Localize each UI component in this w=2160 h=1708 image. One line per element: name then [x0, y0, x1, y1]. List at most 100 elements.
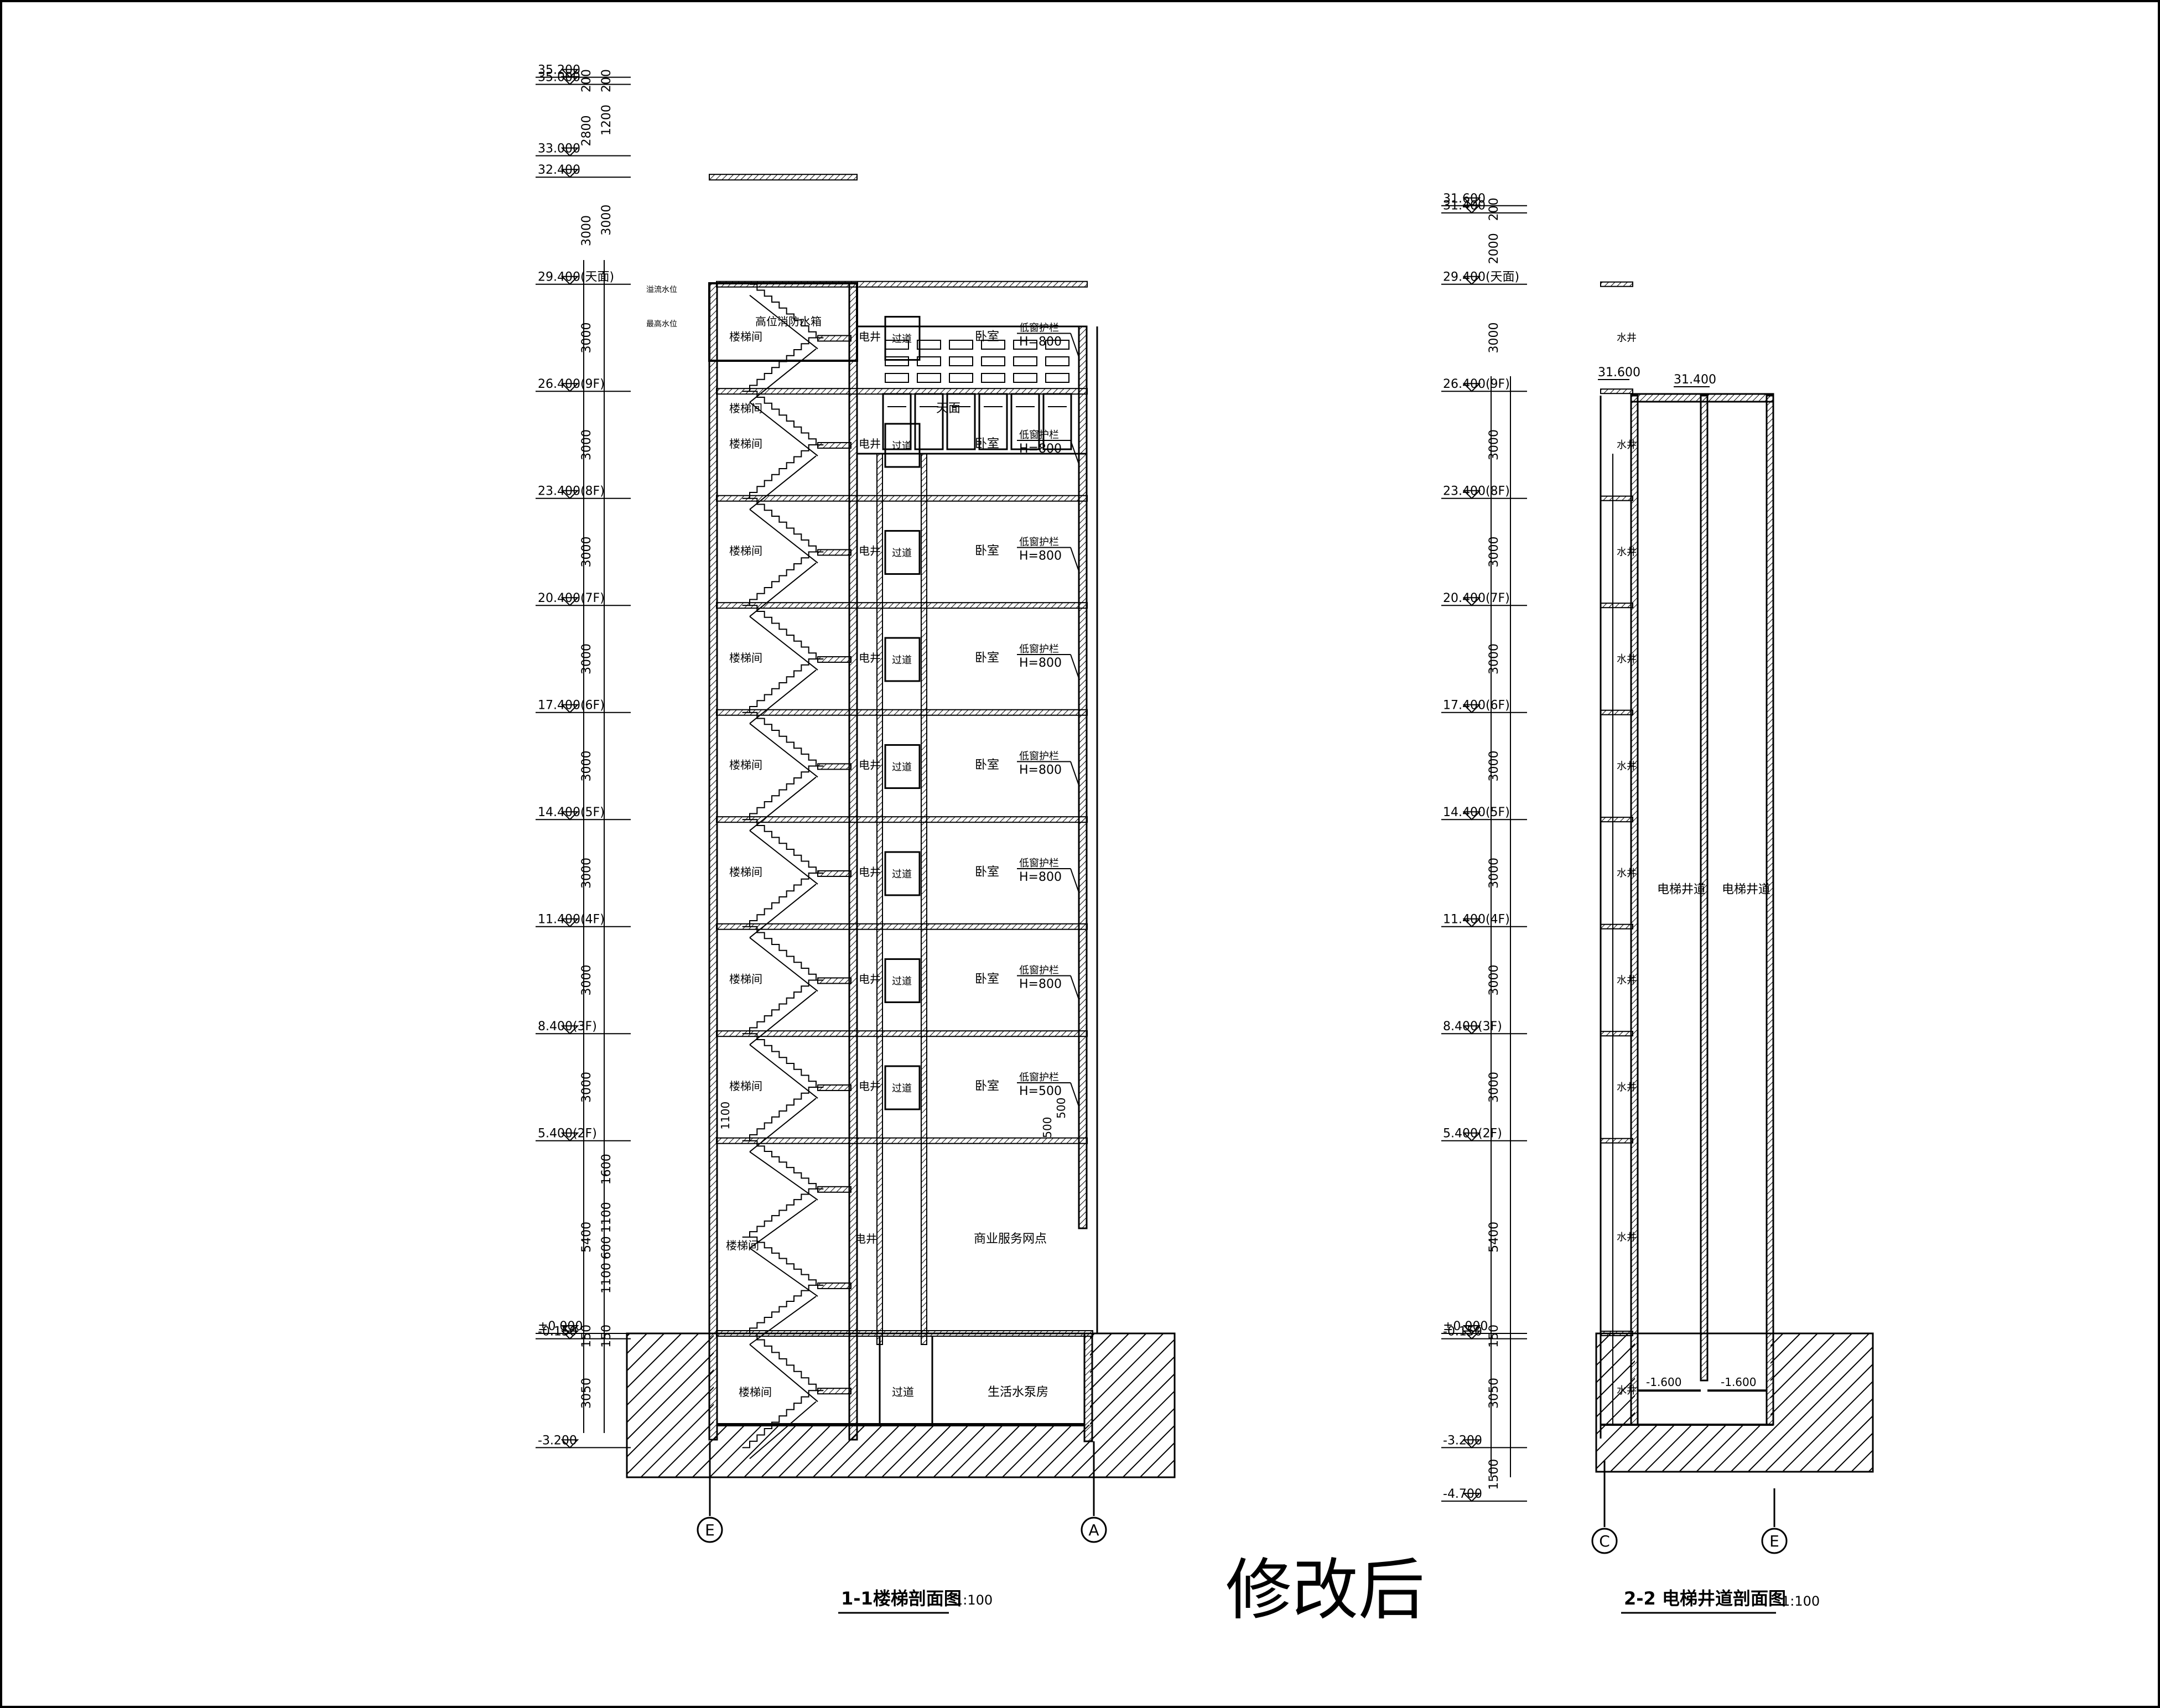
elevation-label: 17.400(6F): [538, 699, 605, 713]
elevation-mark: 29.400(天面): [536, 271, 631, 285]
small-dim: 500: [1055, 1098, 1068, 1119]
stair-label: 楼梯间: [739, 1385, 772, 1399]
bedroom-label: 卧室: [975, 544, 999, 558]
dim-text-inner: 1100: [600, 1202, 614, 1233]
dim-text: 150: [1487, 1325, 1501, 1348]
corridor-label: 过道: [892, 333, 912, 345]
elevation-label: -0.150: [538, 1325, 577, 1339]
dim-text: 3000: [1487, 643, 1501, 674]
stair-label: 楼梯间: [726, 1239, 759, 1252]
elevation-mark: -3.200: [536, 1434, 631, 1449]
dim-text: 200: [580, 69, 594, 92]
elevation-label: 17.400(6F): [1443, 699, 1510, 713]
stair-flight: [742, 1284, 816, 1334]
sill-height: H=800: [1019, 977, 1062, 991]
stair-tower-right-wall: [848, 282, 858, 1441]
dim-text-inner: 600: [600, 1236, 614, 1259]
elevation-label: 33.000: [538, 142, 580, 156]
elevation-mark: 26.400(9F): [1441, 377, 1527, 392]
stair-flight: [750, 712, 824, 767]
section1-title: 1-1楼梯剖面图: [841, 1588, 962, 1609]
elevation-mark: 29.400(天面): [1441, 271, 1527, 285]
elevation-mark: 5.400(2F): [536, 1127, 631, 1142]
dim-text: 3000: [580, 964, 594, 995]
shaft-slab: [1600, 281, 1633, 287]
stair-flight: [742, 765, 816, 821]
stair-label: 楼梯间: [729, 437, 762, 450]
bedroom-label: 卧室: [975, 1079, 999, 1093]
shaft-col: [876, 453, 883, 1345]
stair-label: 楼梯间: [729, 330, 762, 343]
shaft-slab: [1600, 1031, 1633, 1037]
dim-text-inner: 150: [600, 1325, 614, 1348]
elevation-label: 11.400(4F): [1443, 913, 1510, 927]
dim-text: 3000: [1487, 1072, 1501, 1103]
stair-flight: [742, 1086, 816, 1141]
elevation-mark: 5.400(2F): [1441, 1127, 1527, 1142]
corridor-label: 过道: [892, 547, 912, 559]
water-shaft-label: 水井: [1617, 974, 1637, 986]
stair-flight: [750, 926, 824, 981]
stair-label: 楼梯间: [729, 544, 762, 557]
sill-height: H=800: [1019, 335, 1062, 349]
dim-text: 3000: [580, 643, 594, 674]
elevation-mark: 23.400(8F): [1441, 485, 1527, 500]
basement-void-1: [714, 1333, 1090, 1425]
water-level-label: 最高水位: [646, 319, 677, 329]
floor-slab: [716, 495, 1088, 502]
stair-flight: [750, 497, 824, 553]
stair-flight: [742, 551, 816, 606]
elevation-label: 23.400(8F): [1443, 485, 1510, 499]
stair-flight: [742, 1390, 816, 1449]
axis-A-bubble: [1081, 1517, 1107, 1543]
dim-text: 3000: [580, 1072, 594, 1103]
stair-flight: [742, 658, 816, 713]
elevation-label: -3.200: [538, 1434, 577, 1447]
shaft-slab: [1600, 923, 1633, 930]
bedroom-label: 卧室: [975, 651, 999, 665]
shaft-label: 电井: [859, 330, 881, 343]
shaft-slab: [1600, 1138, 1633, 1144]
elevation-label: 26.400(9F): [1443, 377, 1510, 391]
elevation-label: 8.400(3F): [538, 1020, 597, 1034]
stair-flight: [742, 1188, 816, 1238]
revision-note: 修改后: [1226, 1552, 1425, 1629]
sill-label: 低窗护栏: [1019, 1072, 1059, 1083]
axis-label-A: A: [1088, 1521, 1099, 1539]
elevation-mark: 8.400(3F): [536, 1020, 631, 1035]
sill-label: 低窗护栏: [1019, 643, 1059, 655]
pit-label: -1.600: [1646, 1375, 1681, 1389]
floor-slab: [716, 816, 1088, 823]
elevation-label: 35.200: [538, 64, 580, 77]
corridor-label: 过道: [892, 761, 912, 773]
elevation-label: 8.400(3F): [1443, 1020, 1502, 1034]
lift-shaft-label: 电梯井道: [1722, 883, 1770, 897]
shop-label: 商业服务网点: [974, 1232, 1047, 1246]
corridor-label: 过道: [892, 975, 912, 987]
water-shaft-label: 水井: [1617, 332, 1637, 344]
elevation-label: 35.000: [538, 71, 580, 85]
bedroom-label: 卧室: [975, 972, 999, 986]
pit-label: -1.600: [1721, 1375, 1756, 1389]
section2-scale: 1:100: [1782, 1593, 1820, 1609]
dim-text: 3000: [580, 750, 594, 781]
axis-E2-bubble: [1761, 1528, 1788, 1554]
elevation-mark: 23.400(8F): [536, 485, 631, 500]
floor-slab: [716, 602, 1088, 609]
sill-label: 低窗护栏: [1019, 750, 1059, 762]
elevation-mark: 20.400(7F): [536, 591, 631, 606]
elevation-mark: 11.400(4F): [536, 913, 631, 928]
shaft-top-slab: [1630, 393, 1774, 403]
corridor-label: 过道: [892, 869, 912, 880]
dim-text: 3000: [1487, 536, 1501, 567]
elevation-label: 29.400(天面): [1443, 271, 1519, 284]
elevation-mark: 20.400(7F): [1441, 591, 1527, 606]
elevation-mark: -3.200: [1441, 1434, 1527, 1449]
room-col: [921, 453, 927, 1345]
water-shaft-label: 水井: [1617, 1082, 1637, 1093]
floor-slab: [716, 923, 1088, 930]
dim-text-inner: 1100: [600, 1263, 614, 1294]
shaft-slab: [1600, 495, 1633, 501]
stair-flight: [750, 605, 824, 660]
